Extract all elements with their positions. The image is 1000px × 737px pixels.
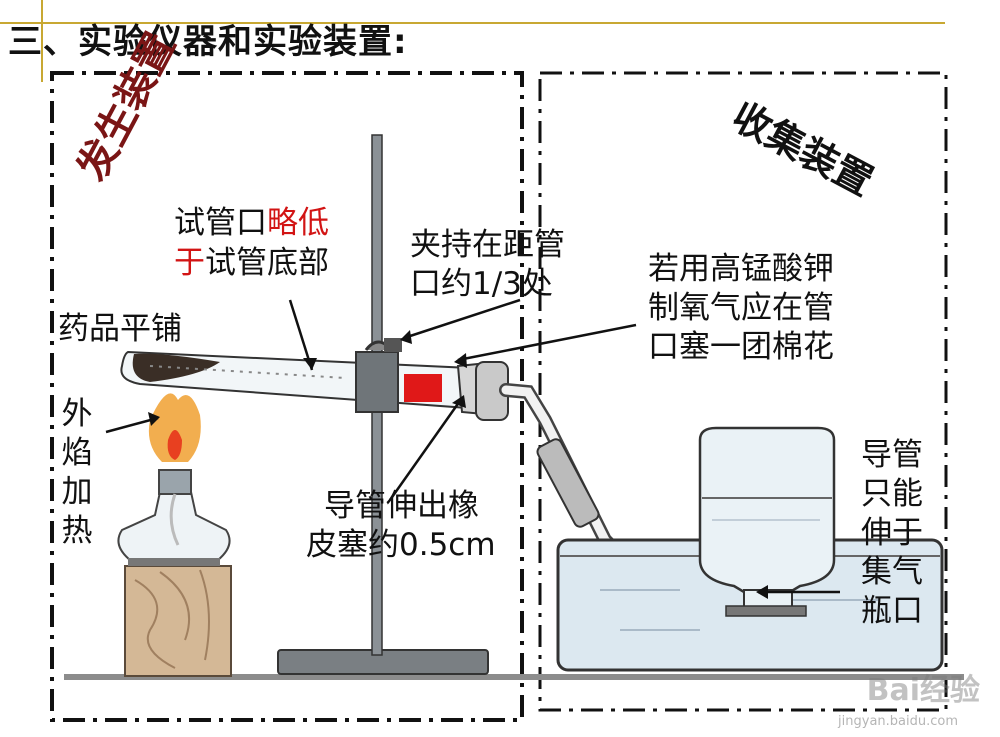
lamp-cap <box>158 469 192 495</box>
label-clamp: 夹持在距管 口约1/3处 <box>410 226 565 304</box>
title-rule-horizontal <box>0 22 945 24</box>
label-clamp-line1: 夹持在距管 <box>410 227 565 263</box>
stand-base <box>277 649 489 675</box>
chemical-powder <box>132 353 220 382</box>
table-surface <box>64 674 964 680</box>
label-kmno4-line3: 口塞一团棉花 <box>648 329 834 365</box>
flame <box>148 393 201 462</box>
label-outer-flame: 外焰加热 <box>61 396 93 549</box>
label-spread: 药品平铺 <box>58 311 182 347</box>
label-tube-out-line1: 导管伸出橡 <box>324 488 479 524</box>
label-collector-tube: 导管只能伸于集气瓶口 <box>861 437 923 629</box>
bottle-shelf <box>725 605 807 617</box>
label-kmno4: 若用高锰酸钾 制氧气应在管 口塞一团棉花 <box>648 250 834 367</box>
gas-bottle <box>698 426 836 594</box>
arrow-cotton <box>457 323 637 362</box>
label-kmno4-line2: 制氧气应在管 <box>648 290 834 326</box>
clamp <box>355 351 399 413</box>
collector-box <box>538 71 948 712</box>
watermark-url: jingyan.baidu.com <box>838 714 958 729</box>
label-kmno4-line1: 若用高锰酸钾 <box>648 251 834 287</box>
arrow-outer-flame <box>105 416 159 434</box>
title-rule-vertical <box>41 0 43 82</box>
label-tube-out: 导管伸出橡 皮塞约0.5cm <box>306 487 496 565</box>
arrow-tube-out <box>388 397 464 501</box>
label-tube-mouth-part1: 试管口 <box>174 205 267 241</box>
page-title: 三、实验仪器和实验装置: <box>8 22 408 62</box>
label-tube-out-line2: 皮塞约0.5cm <box>306 527 496 563</box>
arrow-clamp <box>403 298 521 340</box>
rubber-connector <box>536 438 600 528</box>
label-tube-mouth-part2: 试管底部 <box>205 245 329 281</box>
label-clamp-line2: 口约1/3处 <box>410 266 553 302</box>
label-tube-mouth-red2: 于 <box>174 245 205 281</box>
label-tube-mouth-red1: 略低 <box>267 205 329 241</box>
watermark-logo: Bai经验 <box>866 673 980 708</box>
label-tube-mouth: 试管口略低 于试管底部 <box>174 203 329 283</box>
generator-box <box>50 71 524 722</box>
cotton-marker <box>404 374 442 402</box>
